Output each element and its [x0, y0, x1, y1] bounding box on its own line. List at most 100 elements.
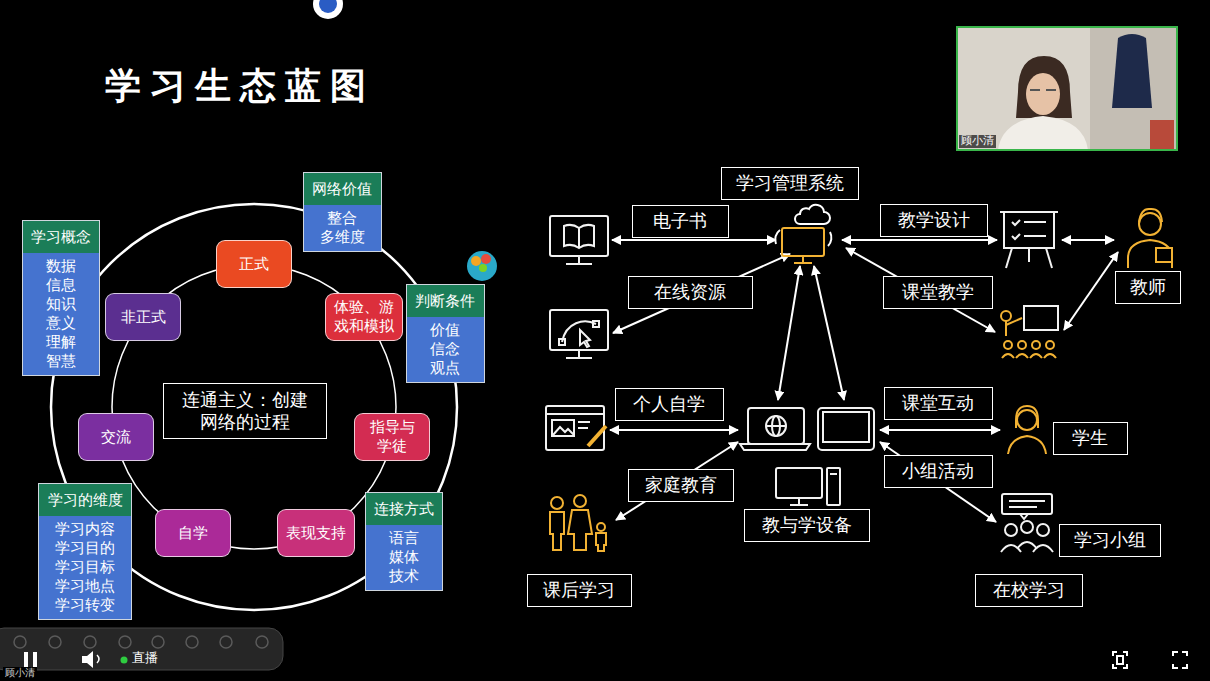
laptop-icon — [740, 408, 810, 450]
group-icon — [1009, 506, 1037, 508]
learning-mode-node: 交流 — [78, 413, 154, 461]
card-body: 语言 媒体 技术 — [366, 525, 442, 590]
flow-arrow — [613, 254, 790, 333]
flow-arrow — [880, 442, 996, 522]
board-icon — [1004, 212, 1054, 248]
online-resource-icon — [578, 350, 580, 357]
teacher-icon — [1139, 209, 1162, 222]
webcam-view — [1026, 73, 1060, 115]
flow-arrow — [1062, 239, 1114, 241]
flow-arrow — [814, 266, 844, 400]
card-header: 学习概念 — [23, 221, 99, 253]
self-study-icon — [588, 426, 606, 446]
text-line: 知识 — [29, 295, 93, 314]
label-box: 小组活动 — [884, 455, 993, 488]
laptop-icon — [740, 444, 810, 450]
class-teaching-icon — [1024, 306, 1058, 330]
ebook-icon — [550, 216, 608, 256]
node-text: 非正式 — [121, 308, 166, 327]
fruit-icon — [481, 254, 491, 264]
webcam-view — [1090, 27, 1177, 150]
online-resource-icon — [580, 330, 590, 347]
presenter-name: 顾小清 — [959, 135, 996, 148]
node-text: 课堂互动 — [902, 392, 974, 414]
text-line: 网络的过程 — [182, 411, 308, 433]
flow-arrow — [842, 239, 997, 241]
player-bar — [0, 628, 283, 670]
text-line: 信息 — [29, 276, 93, 295]
text-line: 语言 — [372, 529, 436, 548]
lms-icon — [828, 232, 831, 246]
class-teaching-icon — [1006, 318, 1022, 325]
class-teaching-icon — [1001, 311, 1011, 321]
self-study-icon — [578, 427, 588, 429]
family-icon — [568, 510, 592, 550]
card-body: 整合 多维度 — [304, 205, 381, 251]
webcam-view — [957, 27, 1177, 150]
flow-arrow — [612, 239, 776, 241]
text-line: 多维度 — [310, 228, 375, 247]
tablet-icon — [823, 412, 869, 442]
learning-mode-node: 表现支持 — [277, 509, 355, 557]
player-bar — [14, 636, 26, 648]
online-resource-icon — [559, 339, 565, 345]
desktop-icon — [830, 473, 837, 475]
text-line: 体验、游 — [334, 298, 394, 317]
self-study-icon — [546, 406, 606, 450]
self-study-icon — [546, 406, 604, 450]
teacher-icon — [1156, 248, 1172, 262]
card-header: 学习的维度 — [39, 484, 131, 516]
webcam-view — [957, 27, 1177, 150]
learning-mode-node: 非正式 — [105, 293, 181, 341]
class-teaching-icon — [1005, 321, 1007, 336]
player-bar — [186, 636, 198, 648]
screen-control-icon — [1117, 656, 1123, 664]
label-box: 电子书 — [632, 205, 729, 238]
text-line: 智慧 — [29, 352, 93, 371]
family-icon — [574, 495, 586, 507]
text-line: 信念 — [413, 340, 478, 359]
text-line: 指导与 — [370, 418, 415, 437]
flow-arrow — [880, 429, 1000, 431]
self-study-icon — [546, 413, 604, 415]
group-icon — [1009, 500, 1045, 502]
card-body: 数据 信息 知识 意义 理解 智慧 — [23, 253, 99, 375]
label-box: 课堂互动 — [884, 387, 993, 420]
node-text: 学生 — [1072, 427, 1108, 449]
fruit-icon — [467, 251, 497, 281]
text-line: 整合 — [310, 209, 375, 228]
player-bar — [256, 636, 268, 648]
player-bar — [97, 655, 99, 663]
desktop-icon — [827, 468, 840, 505]
board-icon — [1000, 212, 1058, 268]
node-text: 个人自学 — [633, 393, 705, 415]
group-icon — [1021, 521, 1033, 533]
family-icon — [551, 497, 563, 509]
laptop-icon — [766, 425, 786, 427]
node-text: 表现支持 — [286, 524, 346, 543]
text-line: 观点 — [413, 359, 478, 378]
label-box: 课后学习 — [527, 574, 632, 607]
group-icon — [1020, 514, 1028, 519]
learning-mode-node: 体验、游 戏和模拟 — [325, 293, 403, 341]
family-icon — [550, 512, 564, 550]
laptop-icon — [748, 408, 804, 444]
node-text: 小组活动 — [902, 460, 974, 482]
node-text: 教师 — [1130, 276, 1166, 298]
laptop-icon — [766, 416, 786, 436]
text-line: 理解 — [29, 333, 93, 352]
node-text: 学习小组 — [1074, 529, 1146, 551]
self-study-icon — [578, 421, 590, 423]
flow-arrow — [778, 266, 800, 400]
learning-mode-node: 自学 — [155, 509, 231, 557]
desktop-icon — [776, 468, 840, 505]
group-icon — [1001, 494, 1053, 552]
board-icon — [1006, 248, 1012, 268]
tablet-icon — [818, 408, 874, 450]
label-box: 个人自学 — [615, 388, 724, 421]
self-study-icon — [552, 420, 574, 436]
online-resource-icon — [566, 357, 592, 359]
player-bar — [24, 652, 28, 667]
center-box: 连通主义：创建 网络的过程 — [163, 383, 327, 439]
lms-icon — [794, 262, 812, 264]
